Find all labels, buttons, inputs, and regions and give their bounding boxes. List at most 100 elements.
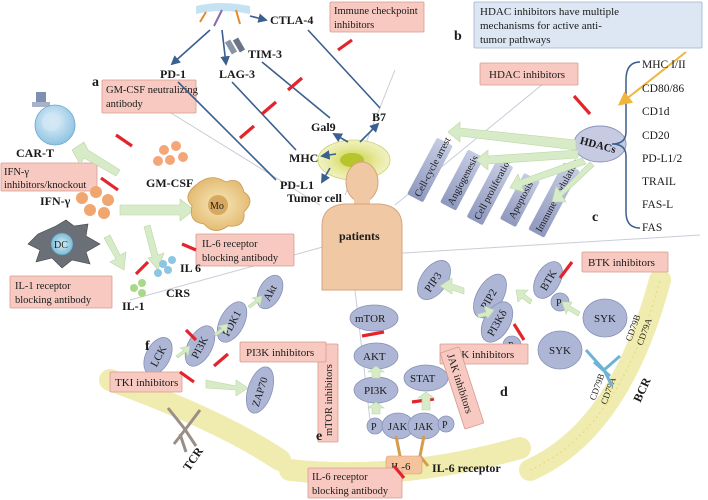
hdacs-node: HDACs	[573, 125, 627, 163]
svg-text:inhibitors: inhibitors	[334, 20, 374, 31]
gmcsf-antibody-box: GM-CSF neutralizing antibody	[101, 79, 199, 114]
tumor-cell-label: Tumor cell	[287, 191, 343, 205]
pathway-arrows-d	[439, 277, 581, 319]
akt-node: AKT	[363, 351, 386, 363]
svg-text:Immune checkpoint: Immune checkpoint	[334, 6, 418, 17]
car-t-cell	[32, 92, 76, 146]
pi3k-node: PI3K	[364, 385, 387, 397]
gmcsf-label: GM-CSF	[146, 176, 193, 190]
patient-figure: patients	[321, 161, 403, 291]
svg-text:P: P	[556, 298, 562, 309]
lag3-label: LAG-3	[219, 67, 255, 81]
section-label-b: b	[454, 29, 462, 44]
il1-particles	[130, 279, 146, 297]
ifn-particles	[76, 186, 114, 219]
checkpoint-receptor-cluster	[196, 3, 250, 55]
svg-text:mTOR inhibitors: mTOR inhibitors	[324, 364, 335, 436]
section-label-f: f	[145, 339, 150, 354]
il6-particles	[154, 256, 176, 277]
pi3k-inhibitor-box-f: PI3K inhibitors	[239, 341, 327, 363]
target-item: FAS-L	[642, 199, 673, 211]
dendritic-cell: DC	[27, 219, 101, 269]
svg-text:IL-6 receptor: IL-6 receptor	[312, 472, 368, 483]
panel-a: a CAR-T GM-CSF neutralizing antibody IFN…	[0, 75, 295, 313]
target-item: FAS	[642, 222, 662, 234]
hdac-note-arrow	[617, 51, 687, 106]
target-item: CD20	[642, 130, 670, 142]
pi3k-inhibitor-bar-f	[212, 352, 230, 368]
mtor-inhibitor-box: mTOR inhibitors	[317, 343, 339, 443]
target-item: TRAIL	[642, 176, 676, 188]
target-item: PD-L1/2	[642, 153, 683, 165]
ifn-inhibitor-box: IFN-γ inhibitors/knockout	[0, 162, 98, 192]
pi3k-inhibitor-bar-d	[512, 323, 526, 341]
gmcsf-inhibitor-bar	[115, 133, 133, 148]
macrophage-label: Mo	[210, 201, 224, 212]
panel-b: b HDAC inhibitors have multiple mechanis…	[407, 1, 703, 238]
hdac-effect-bars: Cell-cycle arrest Angiogenesis Cell prol…	[407, 135, 582, 238]
panel-a-arrows	[71, 141, 195, 271]
lck-inhibitor-bar	[184, 328, 198, 342]
macrophage: Mo	[187, 177, 251, 231]
tcr-receptor	[166, 407, 202, 453]
il1-label: IL-1	[122, 299, 145, 313]
svg-text:TKI inhibitors: TKI inhibitors	[115, 377, 178, 389]
section-label-a: a	[92, 75, 99, 90]
svg-text:HDAC inhibitors: HDAC inhibitors	[489, 69, 565, 81]
hdac-target-list: MHC I/II CD80/86 CD1d CD20 PD-L1/2 TRAIL…	[642, 59, 686, 234]
hdac-note-box: HDAC inhibitors have multiple mechanisms…	[473, 1, 703, 49]
tim3-inhibitor-bar	[286, 76, 304, 92]
il6-label: IL 6	[180, 261, 201, 275]
btk-inhibitor-box: BTK inhibitors	[581, 251, 669, 273]
panel-e: mTOR AKT PI3K STAT P JAK JAK P mTOR inhi…	[279, 304, 531, 499]
svg-text:P: P	[371, 422, 377, 433]
il6-inhibitor-bar-e	[392, 464, 406, 480]
jak-node: JAK	[414, 422, 434, 433]
jak-node: JAK	[388, 422, 408, 433]
crs-label: CRS	[166, 286, 190, 300]
svg-text:mechanisms for active anti-: mechanisms for active anti-	[480, 20, 602, 32]
ctla4-label: CTLA-4	[270, 13, 313, 27]
svg-text:GM-CSF neutralizing: GM-CSF neutralizing	[106, 85, 199, 96]
il6-inhibitor-bar	[181, 242, 197, 252]
pathway-arrows-f	[175, 295, 263, 397]
il6-receptor-label: IL-6 receptor	[432, 461, 501, 475]
svg-text:inhibitors/knockout: inhibitors/knockout	[4, 180, 86, 191]
checkpoint-inhibitor-box: Immune checkpoint inhibitors	[329, 1, 425, 33]
svg-text:PI3K inhibitors: PI3K inhibitors	[246, 347, 314, 359]
svg-text:blocking antibody: blocking antibody	[312, 486, 389, 497]
stat-node: STAT	[410, 373, 436, 385]
hdac-inhibitor-bar	[572, 94, 592, 116]
gmcsf-particles	[153, 141, 188, 166]
il1-antibody-box: IL-1 receptor blocking antibody	[9, 275, 113, 309]
pd1-label: PD-1	[160, 67, 186, 81]
svg-text:SYK: SYK	[594, 313, 616, 325]
target-item: MHC I/II	[642, 59, 686, 71]
ifn-label: IFN-γ	[40, 194, 71, 208]
pd1-inhibitor-bar	[238, 124, 256, 140]
patients-label: patients	[339, 229, 380, 243]
section-label-d: d	[500, 385, 508, 400]
panel-d: PIP3 PIP2 PI3Kδ P BTK P SYK SYK	[417, 251, 671, 481]
tim3-label: TIM-3	[248, 47, 282, 61]
btk-inhibitor-bar	[558, 261, 574, 279]
panel-checkpoint: CTLA-4 Immune checkpoint inhibitors TIM-…	[160, 1, 425, 205]
il1-inhibitor-bar	[134, 260, 150, 276]
il6-antibody-box-e: IL-6 receptor blocking antibody	[307, 467, 403, 499]
dc-label: DC	[54, 240, 68, 251]
svg-text:IFN-γ: IFN-γ	[4, 167, 29, 178]
section-label-c: c	[592, 210, 598, 225]
gal9-label: Gal9	[311, 120, 336, 134]
pathway-arrows-e	[367, 365, 435, 415]
bcr-receptor	[584, 348, 621, 387]
mtor-inhibitor-bar	[361, 330, 385, 338]
svg-text:HDAC inhibitors have multiple: HDAC inhibitors have multiple	[480, 6, 619, 18]
svg-text:tumor pathways: tumor pathways	[480, 34, 551, 46]
svg-text:IL-6 receptor: IL-6 receptor	[202, 239, 258, 250]
svg-text:BTK inhibitors: BTK inhibitors	[588, 257, 655, 269]
mhc-label: MHC	[289, 151, 318, 165]
mtor-node: mTOR	[355, 313, 386, 325]
target-item: CD1d	[642, 106, 670, 118]
